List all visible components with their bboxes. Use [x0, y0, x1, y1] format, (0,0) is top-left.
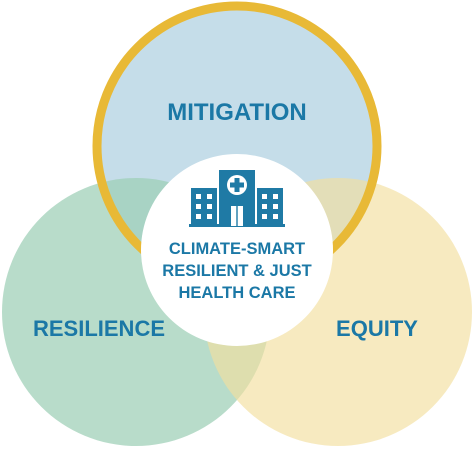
hospital-icon	[189, 170, 285, 227]
center-line-1: CLIMATE-SMART	[169, 240, 305, 258]
center-line-3: HEALTH CARE	[178, 284, 295, 302]
center-disc	[141, 154, 333, 346]
resilience-label: RESILIENCE	[33, 316, 165, 341]
equity-label: EQUITY	[336, 316, 418, 341]
center-line-2: RESILIENT & JUST	[162, 262, 311, 280]
mitigation-label: MITIGATION	[167, 99, 307, 126]
